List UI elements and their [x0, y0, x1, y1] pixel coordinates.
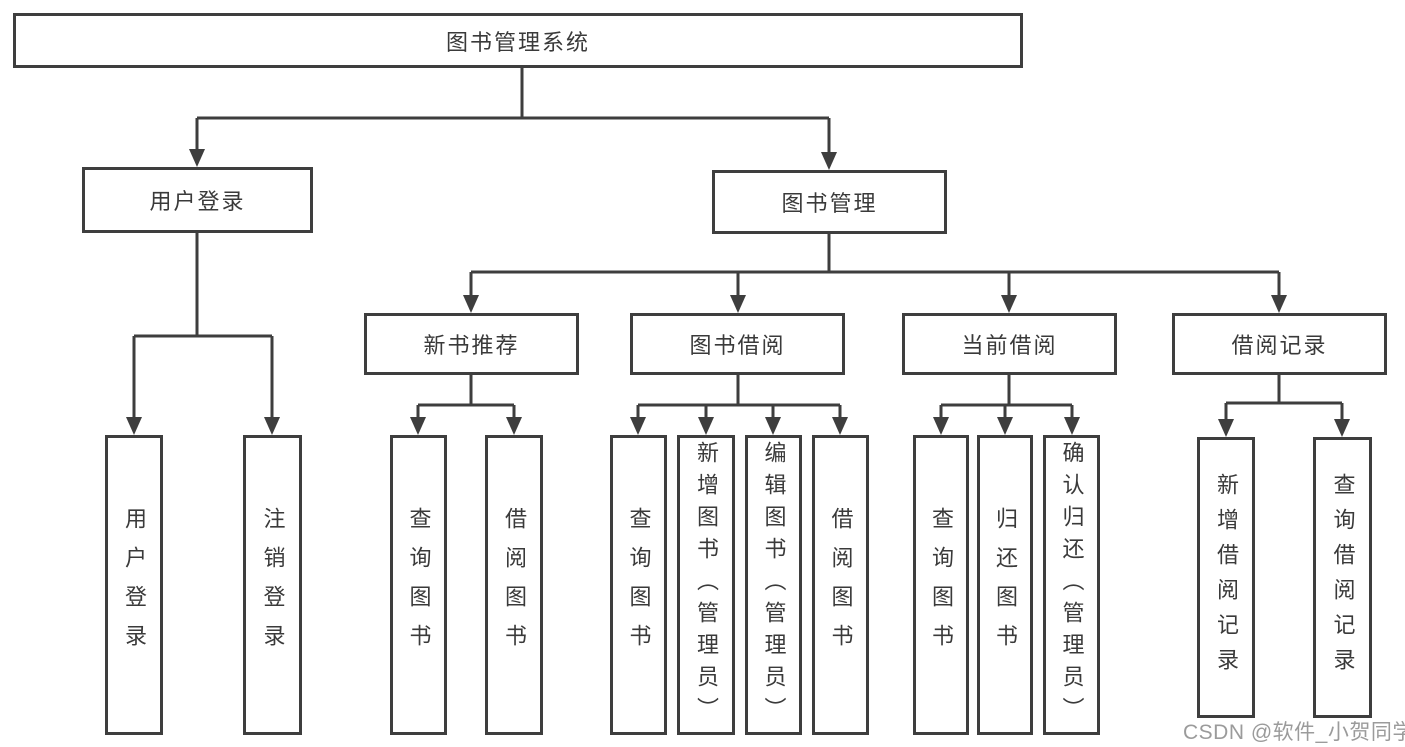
- leaf-records-add-record: 新增借阅记录: [1197, 437, 1255, 718]
- node-user-login: 用户登录: [82, 167, 313, 233]
- arrowheads: [126, 149, 1350, 437]
- node-book-management: 图书管理: [712, 170, 947, 234]
- leaf-user-login: 用户登录: [105, 435, 163, 735]
- leaf-borrow-borrow-books: 借阅图书: [812, 435, 869, 735]
- node-new-book-recommend: 新书推荐: [364, 313, 579, 375]
- csdn-watermark: CSDN @软件_小贺同学: [1183, 721, 1405, 744]
- leaf-records-query-record: 查询借阅记录: [1313, 437, 1372, 718]
- leaf-newbook-query-books: 查询图书: [390, 435, 447, 735]
- leaf-borrow-add-books-admin: 新增图书（管理员）: [677, 435, 735, 735]
- leaf-current-return-books: 归还图书: [977, 435, 1033, 735]
- node-current-borrowing: 当前借阅: [902, 313, 1117, 375]
- node-borrowing-records: 借阅记录: [1172, 313, 1387, 375]
- leaf-newbook-borrow-books: 借阅图书: [485, 435, 543, 735]
- leaf-borrow-edit-books-admin: 编辑图书（管理员）: [745, 435, 802, 735]
- leaf-logout: 注销登录: [243, 435, 302, 735]
- node-library-system: 图书管理系统: [13, 13, 1023, 68]
- leaf-borrow-query-books: 查询图书: [610, 435, 667, 735]
- node-book-borrowing: 图书借阅: [630, 313, 845, 375]
- leaf-current-query-books: 查询图书: [913, 435, 969, 735]
- connector-paths: [132, 67, 1344, 421]
- leaf-current-confirm-return-admin: 确认归还（管理员）: [1043, 435, 1100, 735]
